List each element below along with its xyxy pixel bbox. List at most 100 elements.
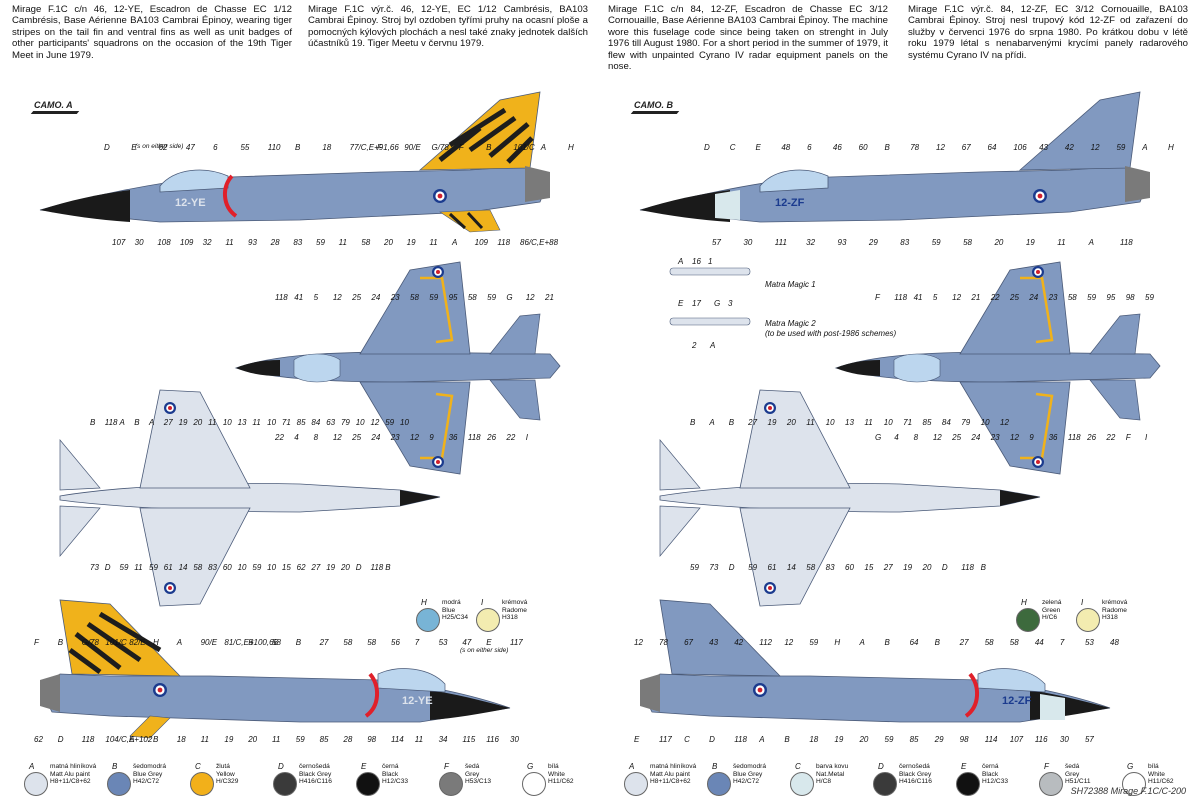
callout-side2-labels: 67 (684, 638, 693, 647)
callout-under-labels: B (981, 563, 987, 572)
callout-top-bottom-labels: A (1088, 238, 1094, 247)
callout-under-labels: 10 (267, 563, 276, 572)
callout-side2-labels: 81/C,E+100,66 (224, 638, 278, 647)
callout-plan-labels: 9 (429, 433, 434, 442)
scheme-a-description-cz: Mirage F.1C výr.č. 46, 12-YE, EC 1/12 Ca… (308, 4, 588, 50)
callout-top-labels: 6 (213, 143, 218, 152)
callout-side2-labels: 101/C (105, 638, 127, 647)
callout-plan-labels: 12 (333, 433, 342, 442)
callout-plan-labels: 24 (370, 293, 380, 302)
callout-under-labels: 71 (282, 418, 291, 427)
swatch-name-en: Black Grey (299, 770, 332, 778)
fuselage-code: 12-YE (175, 197, 206, 209)
callout-plan-labels: 23 (390, 433, 400, 442)
callout-under-labels: 15 (864, 563, 873, 572)
callout-side2-labels: 58 (272, 638, 281, 647)
scheme-a-drawings: 12-YE (34, 91, 574, 744)
unpainted-radar-panel (715, 190, 740, 220)
missile-2-name: Matra Magic 2 (765, 319, 816, 328)
callout-under-labels: 58 (806, 563, 815, 572)
callout-side2-labels: G/78 (82, 638, 100, 647)
swatch-name-en: White (548, 770, 565, 778)
callout-plan-labels: 41 (914, 293, 923, 302)
scheme-b-description-cz: Mirage F.1C výr.č. 84, 12-ZF, EC 3/12 Co… (908, 4, 1188, 61)
callout-side2-labels: 59 (809, 638, 818, 647)
callout-plan-labels: 95 (1106, 293, 1115, 302)
callout-under-labels: 11 (806, 418, 814, 427)
callout-plan-labels: I (1145, 433, 1148, 442)
swatch-name-cz: zelená (1042, 599, 1062, 606)
callout-plan-labels: 12 (410, 433, 419, 442)
swatch-name-en: Matt Alu paint (650, 770, 690, 778)
callout-plan-labels: 22 (274, 433, 284, 442)
callout-under-labels: A (148, 418, 154, 427)
callout-under-labels: 59 (690, 563, 699, 572)
callout-side2-labels: 44 (1035, 638, 1044, 647)
callout-top-bottom-labels: 107 (112, 238, 126, 247)
under-wing-top (139, 389, 251, 489)
swatch-color-circle (416, 608, 440, 632)
callout-under-labels: 83 (208, 563, 217, 572)
exhaust-nozzle (525, 166, 550, 202)
swatch-name-en: Black Grey (899, 770, 932, 778)
callout-under-labels: 84 (942, 418, 951, 427)
callout-top-bottom-labels: 11 (225, 238, 233, 247)
swatch-key: E (961, 762, 967, 771)
callout-side2-labels: H (834, 638, 840, 647)
swatch-name-en: Green (1042, 606, 1061, 614)
plan-canopy (293, 353, 341, 383)
swatch-key: F (1044, 762, 1049, 771)
callout-top-bottom-labels: 20 (383, 238, 393, 247)
callout-side2-labels: 18 (177, 735, 186, 744)
callout-under-labels: 19 (326, 563, 335, 572)
callout-plan-labels: G (506, 293, 512, 302)
callout-side2-labels: B (935, 638, 941, 647)
red-intake-stripe (223, 174, 238, 218)
planview-b (834, 261, 1161, 475)
callout-side2-labels: 115 (462, 735, 475, 744)
callout-plan-labels: F (1126, 433, 1132, 442)
plan-wing-bottom (359, 381, 471, 475)
callout-under-labels: B (729, 418, 735, 427)
callout-plan-labels: 24 (970, 433, 980, 442)
callout-plan-labels: F (875, 293, 881, 302)
callout-plan-labels: 118 (1068, 433, 1081, 442)
scheme-b-description-en: Mirage F.1C c/n 84, 12-ZF, Escadron de C… (608, 4, 888, 73)
callout-side2-labels: 116 (1035, 735, 1048, 744)
callout-top-bottom-labels: 57 (712, 238, 721, 247)
swatch-code: H8+11/C8+62 (50, 778, 91, 786)
swatch-color-circle (107, 772, 131, 796)
swatch-name-en: Grey (465, 770, 480, 778)
callout-top-bottom-labels: 11 (429, 238, 437, 247)
callout-side2-labels: 28 (342, 735, 352, 744)
callout-top-bottom-labels: 111 (775, 238, 787, 247)
callout-plan-labels: 59 (1087, 293, 1096, 302)
callout-under-labels: 59 (748, 563, 757, 572)
callout-under-labels: 71 (903, 418, 912, 427)
callout-top-labels: E (756, 143, 762, 152)
camo-b-tag: CAMO. B (630, 100, 680, 114)
callout-plan-labels: 22 (990, 293, 1000, 302)
scheme-b-column: Mirage F.1C c/n 84, 12-ZF, Escadron de C… (600, 0, 1200, 800)
swatch-name-cz: černá (382, 763, 399, 770)
callout-plan-labels: 4 (894, 433, 899, 442)
swatch-code: H/C8 (816, 778, 832, 786)
callout-under-labels: 10 (238, 563, 247, 572)
callout-plan-labels: 5 (314, 293, 319, 302)
callout-top-bottom-labels: 109 (475, 238, 489, 247)
either-side-note-a: (s on either side) (135, 143, 184, 150)
callout-top-labels: B (486, 143, 492, 152)
callout-under-labels: 79 (341, 418, 350, 427)
callout-top-bottom-labels: 86/C,E+88 (520, 238, 559, 247)
callout-plan-labels: 8 (914, 433, 919, 442)
fuselage-code-b: 12-ZF (775, 197, 805, 209)
swatch-color-circle (1076, 608, 1100, 632)
callout-plan-labels: 12 (526, 293, 535, 302)
swatch-name-cz: černošedá (899, 763, 930, 770)
callout-under-labels: 27 (883, 563, 893, 572)
callout-plan-labels: 23 (390, 293, 400, 302)
